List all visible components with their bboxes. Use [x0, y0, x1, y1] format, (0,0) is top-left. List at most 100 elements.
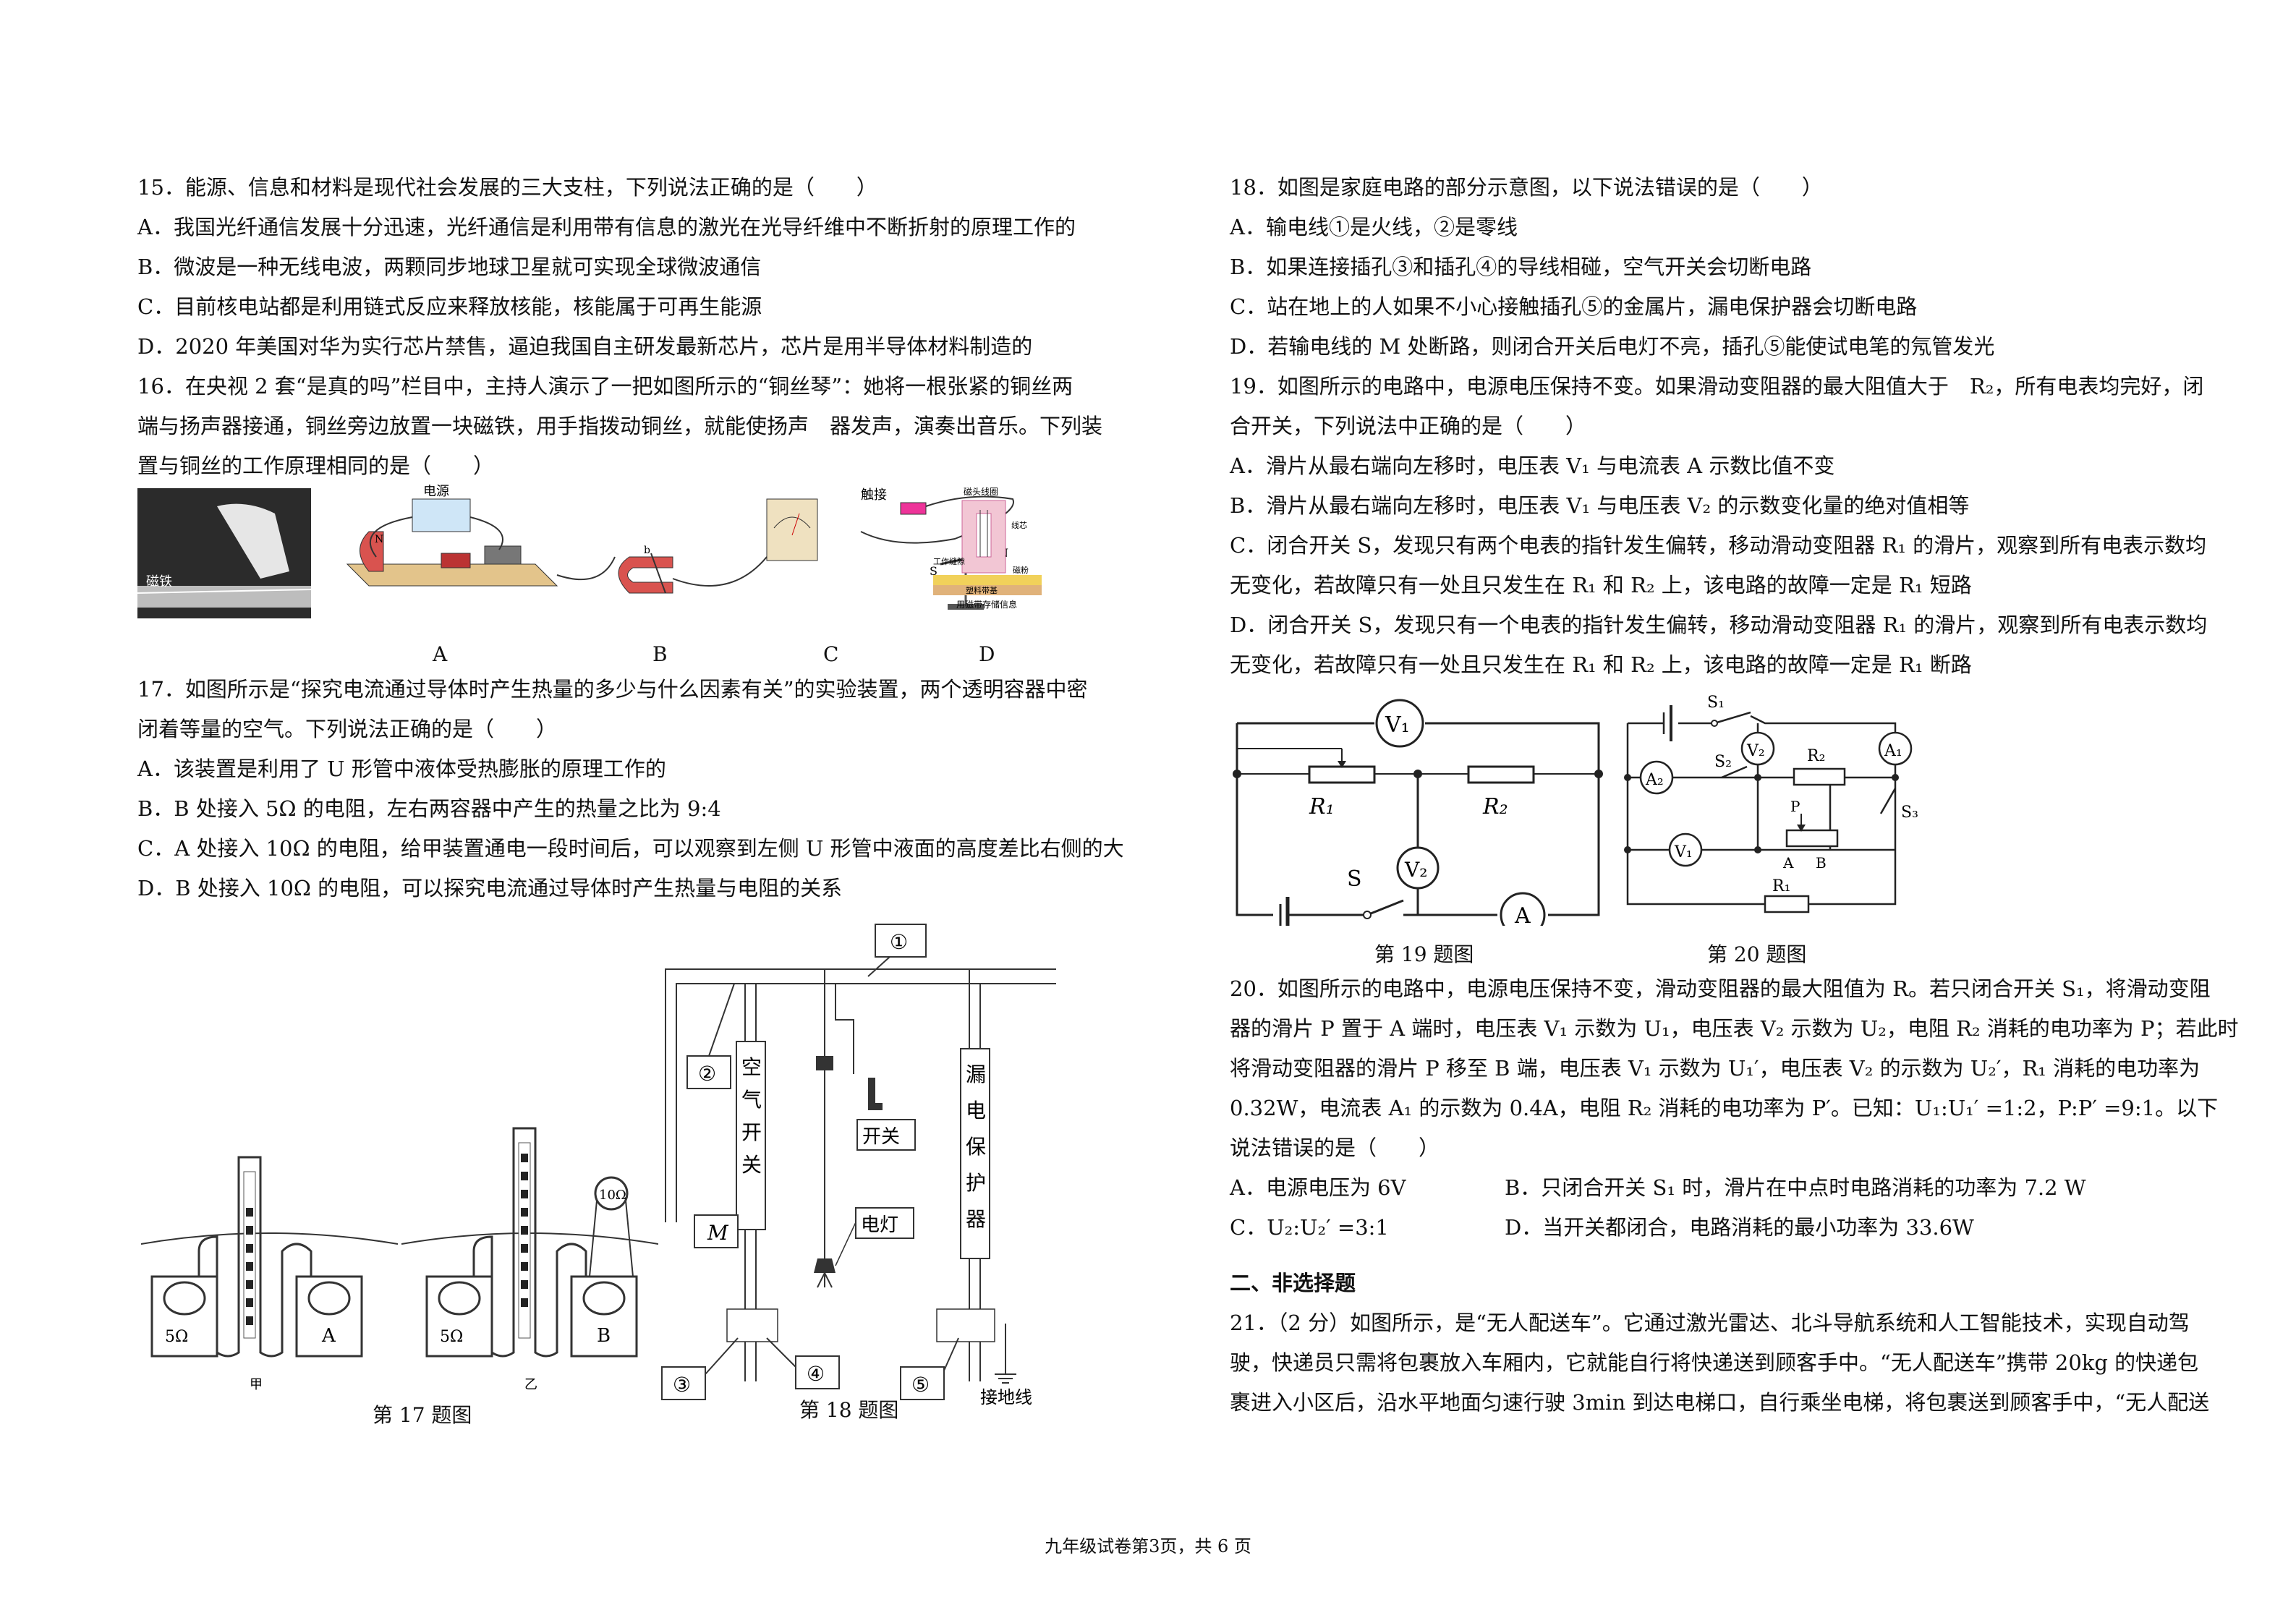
q18-marker-1: ① [890, 930, 908, 954]
q19-switch-label: S [1347, 866, 1362, 892]
svg-text:b: b [644, 545, 650, 556]
q20-circuit-svg: V₂ A₁ A₂ V₁ R₂ P A B R₁ S₁ S₂ S₃ [1624, 694, 1918, 913]
q20-ammeter-a2 [1639, 760, 1674, 795]
q19-option-b: B．滑片从最右端向左移时，电压表 V₁ 与电压表 V₂ 的示数变化量的绝对值相等 [1230, 493, 1970, 518]
fig16-b: b [618, 498, 818, 594]
q18-ground-label: 接地线 [980, 1387, 1032, 1407]
q17-stem-line2: 闭着等量的空气。下列说法正确的是（ ） [137, 717, 558, 741]
q20-v2-label: V₂ [1746, 742, 1765, 760]
q20-line2: 器的滑片 P 置于 A 端时，电压表 V₁ 示数为 U₁，电压表 V₂ 示数为 … [1230, 1016, 2239, 1041]
q17-option-d: D．B 处接入 10Ω 的电阻，可以探究电流通过导体时产生热量与电阻的关系 [137, 876, 843, 900]
q19-option-a: A．滑片从最右端向左移时，电压表 V₁ 与电流表 A 示数比值不变 [1230, 453, 1835, 478]
q20-ammeter-a1 [1878, 731, 1913, 766]
photo-magnet-label: 磁铁 [146, 574, 172, 589]
q18-lamp-label: 电灯 [861, 1214, 898, 1236]
q18-option-b: B．如果连接插孔③和插孔④的导线相碰，空气开关会切断电路 [1230, 255, 1812, 279]
slider-r1 [1308, 765, 1376, 784]
q20-options-row2: C．U₂:U₂′ =3:1 D．当开关都闭合，电路消耗的最小功率为 33.6W [1230, 1208, 2163, 1248]
protector-char-3: 保 [966, 1135, 986, 1159]
breaker-char-4: 关 [741, 1153, 762, 1177]
q20-line5: 说法错误的是（ ） [1230, 1136, 1440, 1160]
q19-stem-line1: 19．如图所示的电路中，电源电压保持不变。如果滑动变阻器的最大阻值大于 R₂，所… [1230, 374, 2204, 399]
q18-marker-5: ⑤ [911, 1373, 930, 1397]
q20-option-b: B．只闭合开关 S₁ 时，滑片在中点时电路消耗的功率为 7.2 W [1505, 1175, 2086, 1200]
q20-resistor-r2 [1793, 767, 1846, 786]
fig16-d-title: 磁头线圈 [964, 486, 998, 497]
q21-line1: 21．（2 分）如图所示，是“无人配送车”。它通过激光雷达、北斗导航系统和人工智… [1230, 1311, 2190, 1335]
q18-marker-2: ② [698, 1062, 716, 1086]
right-column: 18．如图是家庭电路的部分示意图，以下说法错误的是（ ） A．输电线①是火线，②… [1230, 168, 2208, 685]
svg-text:N: N [375, 534, 383, 545]
q21-line3: 裹进入小区后，沿水平地面匀速行驶 3min 到达电梯口，自行乘坐电梯，将包裹送到… [1230, 1390, 2210, 1415]
q19-stem-line2: 合开关，下列说法中正确的是（ ） [1230, 414, 1587, 438]
q20-options-row1: A．电源电压为 6V B．只闭合开关 S₁ 时，滑片在中点时电路消耗的功率为 7… [1230, 1168, 2163, 1208]
q20-q21-text: 20．如图所示的电路中，电源电压保持不变，滑动变阻器的最大阻值为 R。若只闭合开… [1230, 969, 2239, 1423]
leakage-protector-box [960, 1048, 990, 1259]
q20-s2-label: S₂ [1714, 753, 1732, 771]
breaker-char-3: 开 [741, 1120, 762, 1144]
q18-marker-m: M [707, 1221, 729, 1245]
fig16-label-c: C [823, 642, 839, 666]
q17-option-a: A．该装置是利用了 U 形管中液体受热膨胀的原理工作的 [137, 757, 666, 781]
q20-option-c: C．U₂:U₂′ =3:1 [1230, 1215, 1389, 1240]
q18-sockets-svg: ③ ④ ⑤ 接地线 [661, 1308, 1032, 1407]
yi-slot-b: B [597, 1325, 611, 1347]
q19-option-c-line1: C．闭合开关 S，发现只有两个电表的指针发生偏转，移动滑动变阻器 R₁ 的滑片，… [1230, 533, 2207, 558]
q15-stem: 15．能源、信息和材料是现代社会发展的三大支柱，下列说法正确的是（ ） [137, 175, 877, 200]
q19-r2-label: R₂ [1482, 794, 1508, 819]
q21-line2: 驶，快递员只需将包裹放入车厢内，它就能自行将快递送到顾客手中。“无人配送车”携带… [1230, 1350, 2199, 1375]
q15-option-a: A．我国光纤通信发展十分迅速，光纤通信是利用带有信息的激光在光导纤维中不断折射的… [137, 215, 1076, 239]
q18-stem: 18．如图是家庭电路的部分示意图，以下说法错误的是（ ） [1230, 175, 1823, 200]
q20-rheostat [1785, 829, 1839, 848]
q17-option-b: B．B 处接入 5Ω 的电阻，左右两容器中产生的热量之比为 9:4 [137, 796, 721, 821]
q20-voltmeter-v2 [1740, 731, 1775, 766]
q19-circuit-svg: V₁ V₂ A R₁ R₂ S [1233, 699, 1603, 938]
q19-v2-label: V₂ [1404, 858, 1427, 882]
voltmeter-v2 [1396, 846, 1440, 890]
q19-figure: V₁ V₂ A R₁ R₂ S 第 19 题图 [1230, 694, 1620, 969]
breaker-char-2: 气 [741, 1088, 762, 1112]
fig16-c-contact-label: 触接 [861, 487, 887, 503]
q18-switch-label: 开关 [862, 1126, 900, 1148]
breaker-char-1: 空 [741, 1055, 762, 1079]
air-breaker-box [736, 1041, 766, 1230]
q20-line1: 20．如图所示的电路中，电源电压保持不变，滑动变阻器的最大阻值为 R。若只闭合开… [1230, 976, 2211, 1001]
q19-a-label: A [1514, 903, 1531, 926]
q19-v1-label: V₁ [1385, 712, 1410, 738]
q20-s1-label: S₁ [1707, 694, 1725, 712]
q16-figures-svg: 磁铁 电源 N b 触接 [137, 484, 1014, 618]
q20-resistor-r1 [1764, 895, 1810, 913]
q19-option-c-line2: 无变化，若故障只有一处且只发生在 R₁ 和 R₂ 上，该电路的故障一定是 R₁ … [1230, 573, 1972, 597]
q19-option-d-line1: D．闭合开关 S，发现只有一个电表的指针发生偏转，移动滑动变阻器 R₁ 的滑片，… [1230, 613, 2208, 637]
q18-caption: 第 18 题图 [799, 1398, 899, 1422]
fig16-d-powder: 磁粉 [1013, 566, 1029, 575]
q20-a-end: A [1782, 854, 1794, 872]
q17-stem-line1: 17．如图所示是“探究电流通过导体时产生热量的多少与什么因素有关”的实验装置，两… [137, 677, 1088, 702]
q16-figures: 磁铁 电源 N b 触接 [137, 484, 1049, 673]
yi-resistor-10: 10Ω [599, 1188, 626, 1203]
section-heading-nonchoice: 二、非选择题 [1230, 1271, 1356, 1295]
protector-char-1: 漏 [966, 1062, 986, 1086]
fig16-label-b: B [652, 642, 668, 666]
q20-b-end: B [1816, 854, 1827, 872]
q20-line3: 将滑动变阻器的滑片 P 移至 B 端，电压表 V₁ 示数为 U₁′，电压表 V₂… [1230, 1056, 2201, 1081]
q16-stem-line3: 置与铜丝的工作原理相同的是（ ） [137, 453, 495, 478]
q20-figure: V₂ A₁ A₂ V₁ R₂ P A B R₁ S₁ S₂ S₃ 第 20 题图 [1620, 694, 1939, 969]
q20-v1-label: V₁ [1674, 843, 1693, 861]
q18-option-a: A．输电线①是火线，②是零线 [1230, 215, 1518, 239]
q18-option-c: C．站在地上的人如果不小心接触插孔⑤的金属片，漏电保护器会切断电路 [1230, 294, 1918, 319]
apparatus-jia: 5Ω A 甲 [140, 1156, 399, 1392]
q18-marker-4: ④ [807, 1362, 825, 1386]
q20-p-label: P [1790, 798, 1800, 815]
q17-caption: 第 17 题图 [373, 1403, 472, 1427]
apparatus-yi: 10Ω 5Ω B 乙 [401, 1127, 659, 1392]
q18-figure-svg: ① ② 空 气 开 关 开关 电灯 漏 电 保 护 器 [665, 924, 1056, 1439]
q15-option-b: B．微波是一种无线电波，两颗同步地球卫星就可实现全球微波通信 [137, 255, 762, 279]
jia-slot-a: A [321, 1325, 336, 1347]
resistor-r2 [1467, 765, 1535, 784]
q20-r2-label: R₂ [1807, 747, 1825, 765]
q19-option-d-line2: 无变化，若故障只有一处且只发生在 R₁ 和 R₂ 上，该电路的故障一定是 R₁ … [1230, 652, 1972, 677]
q20-caption: 第 20 题图 [1707, 942, 1807, 966]
left-column: 15．能源、信息和材料是现代社会发展的三大支柱，下列说法正确的是（ ） A．我国… [137, 168, 1102, 486]
q17-figure: 5Ω A 甲 10Ω 5Ω B 乙 [137, 1114, 659, 1427]
